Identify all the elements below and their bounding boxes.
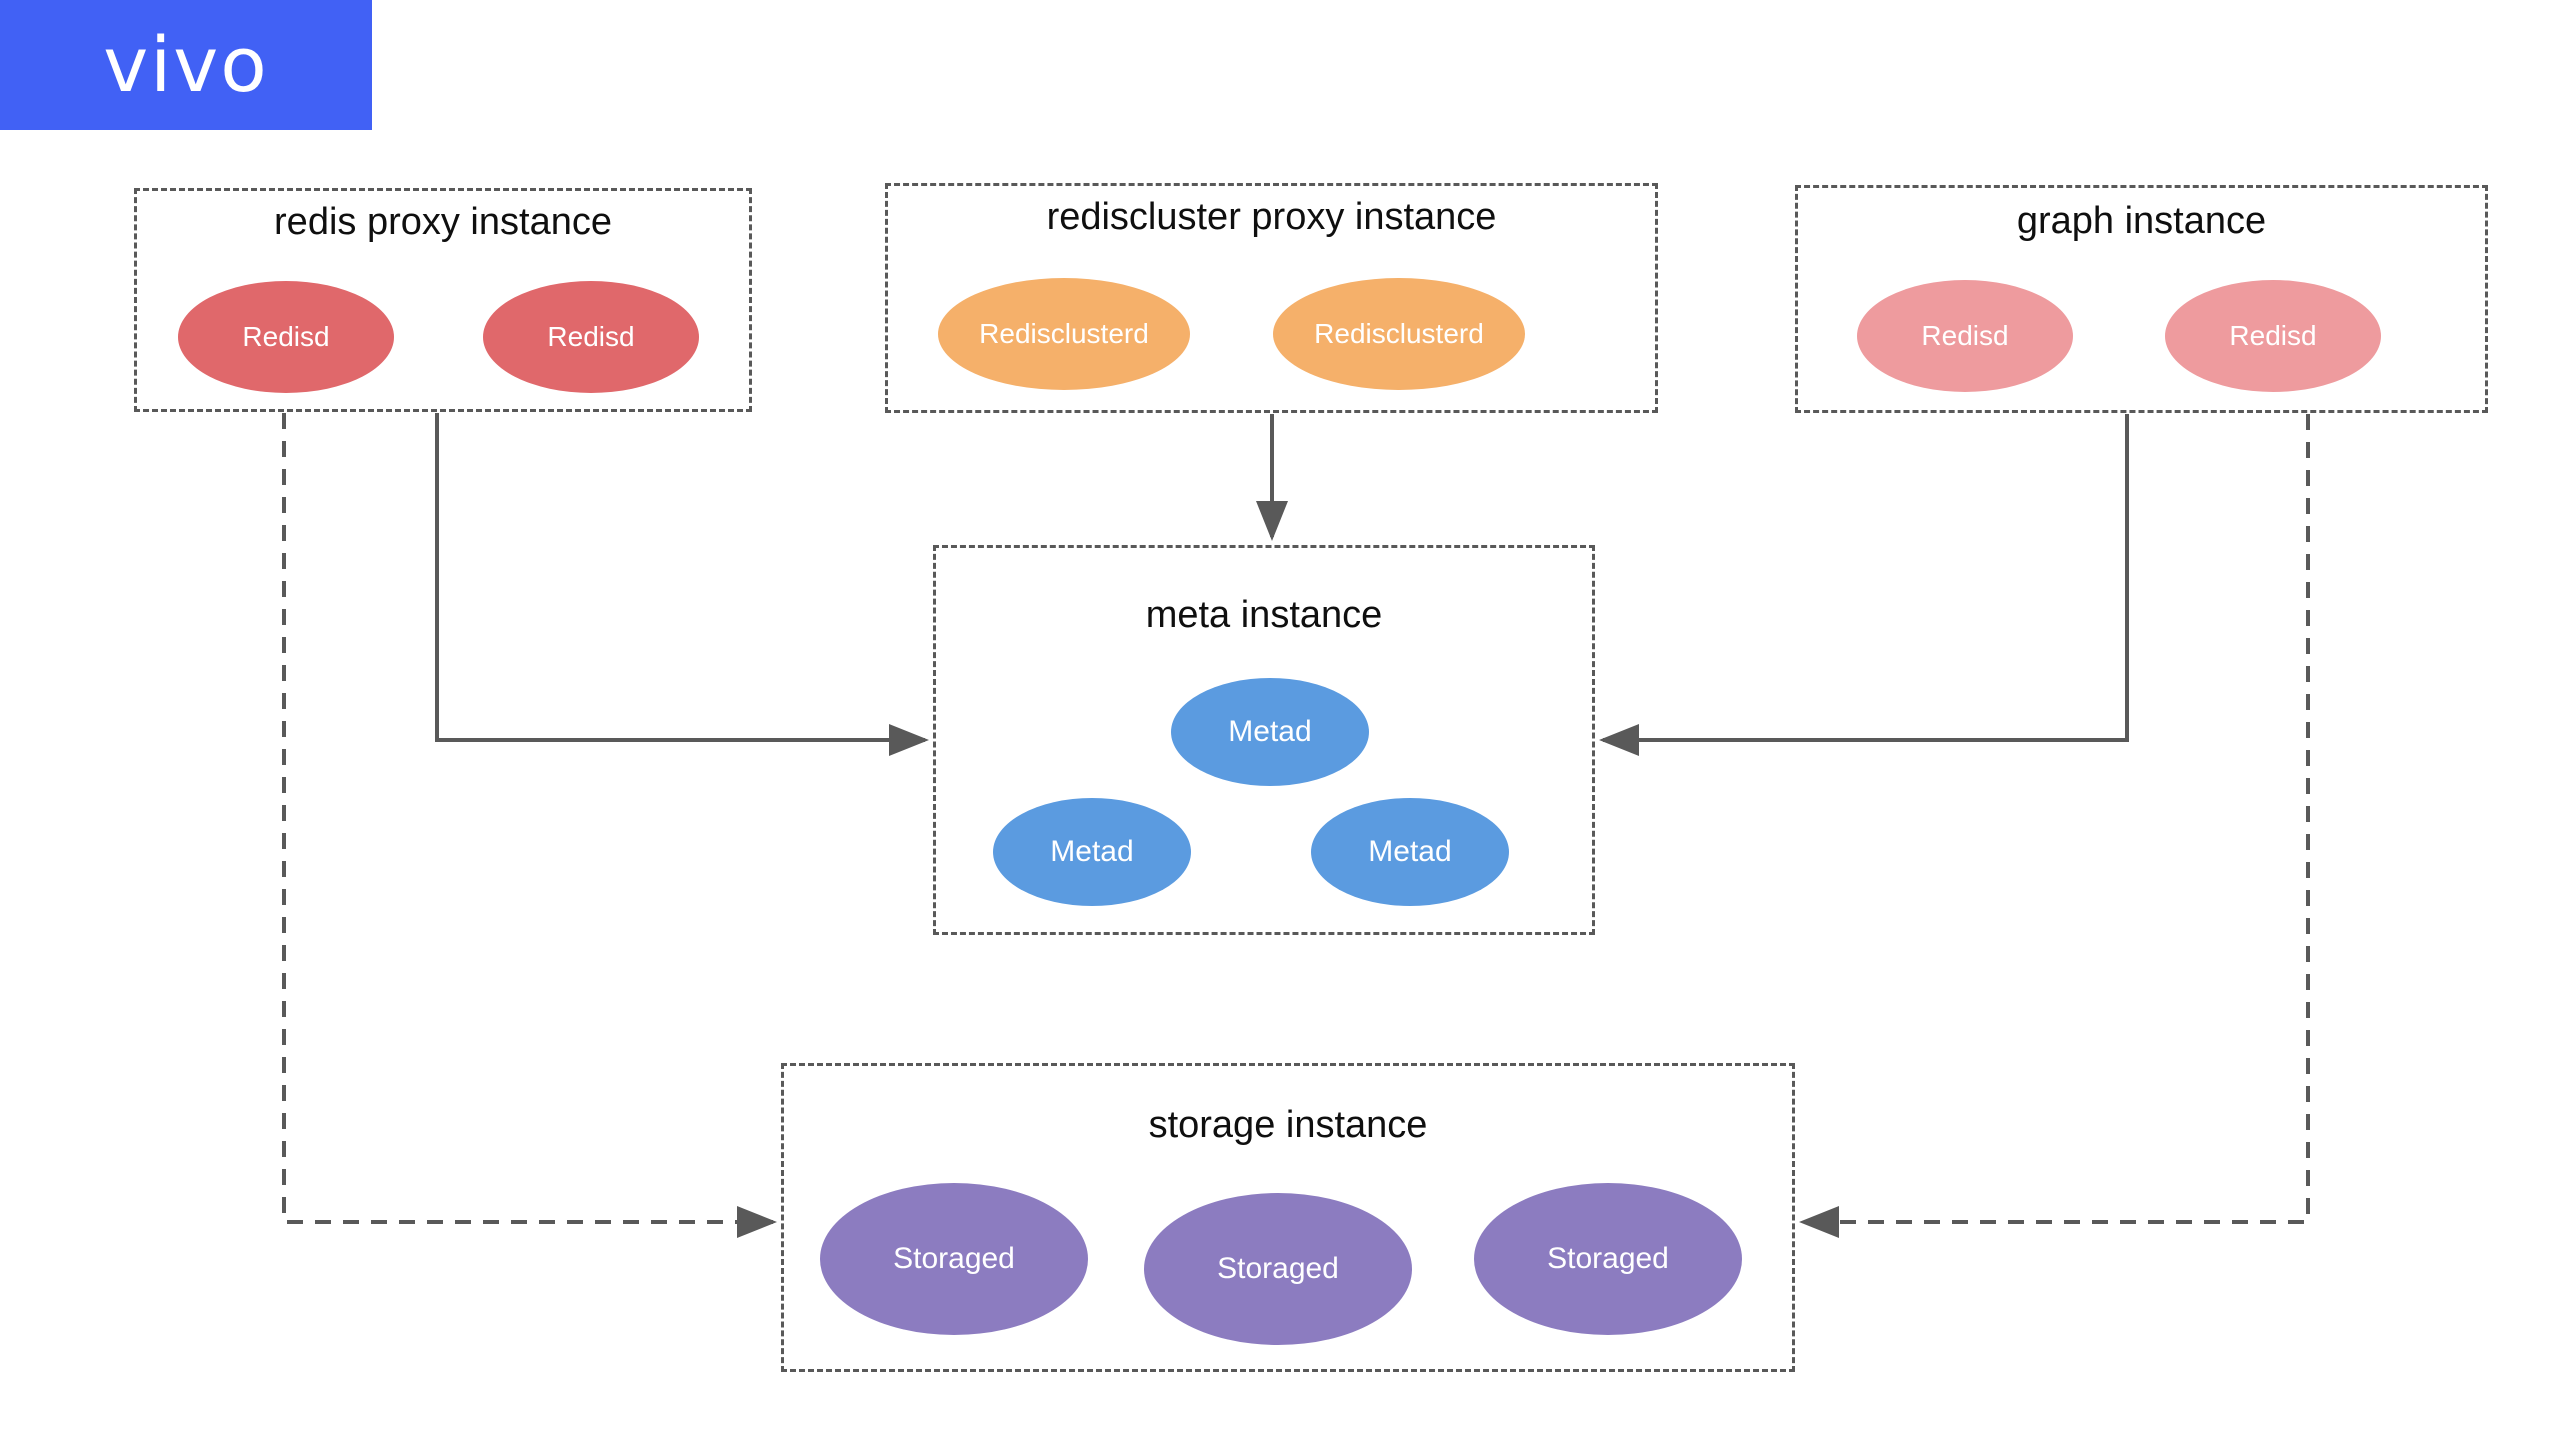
node-label: Redisd: [1921, 320, 2009, 351]
node-label: Metad: [1050, 835, 1134, 868]
connector-graph-to-meta: [1599, 414, 2129, 756]
connector-graph-to-storage: [1799, 414, 2310, 1238]
node-label: Redisd: [2229, 320, 2317, 351]
vivo-logo: vivo: [0, 0, 372, 130]
node-label: Redisclusterd: [1314, 318, 1484, 349]
group-title: meta instance: [1145, 594, 1383, 636]
node-rediscluster-proxy-instance-1: Redisclusterd: [1273, 278, 1525, 390]
node-storage-instance-1: Storaged: [1144, 1193, 1412, 1345]
node-storage-instance-0: Storaged: [820, 1183, 1088, 1335]
group-title: graph instance: [2016, 200, 2267, 242]
node-redis-proxy-instance-0: Redisd: [178, 281, 394, 393]
group-title: storage instance: [1148, 1104, 1428, 1146]
node-redis-proxy-instance-1: Redisd: [483, 281, 699, 393]
connector-redis-proxy-to-storage: [282, 413, 777, 1238]
node-label: Redisd: [547, 321, 635, 352]
node-label: Redisclusterd: [979, 318, 1149, 349]
vivo-wordmark: vivo: [103, 20, 269, 109]
node-meta-instance-2: Metad: [1311, 798, 1509, 906]
group-title: rediscluster proxy instance: [1046, 196, 1497, 238]
node-label: Storaged: [1217, 1252, 1339, 1285]
node-storage-instance-2: Storaged: [1474, 1183, 1742, 1335]
node-meta-instance-1: Metad: [993, 798, 1191, 906]
connector-redis-proxy-to-meta: [435, 413, 929, 756]
node-rediscluster-proxy-instance-0: Redisclusterd: [938, 278, 1190, 390]
node-graph-instance-0: Redisd: [1857, 280, 2073, 392]
node-graph-instance-1: Redisd: [2165, 280, 2381, 392]
group-title: redis proxy instance: [274, 201, 612, 243]
node-label: Metad: [1228, 715, 1312, 748]
node-label: Storaged: [893, 1242, 1015, 1275]
node-label: Metad: [1368, 835, 1452, 868]
node-label: Storaged: [1547, 1242, 1669, 1275]
node-meta-instance-0: Metad: [1171, 678, 1369, 786]
node-label: Redisd: [242, 321, 330, 352]
